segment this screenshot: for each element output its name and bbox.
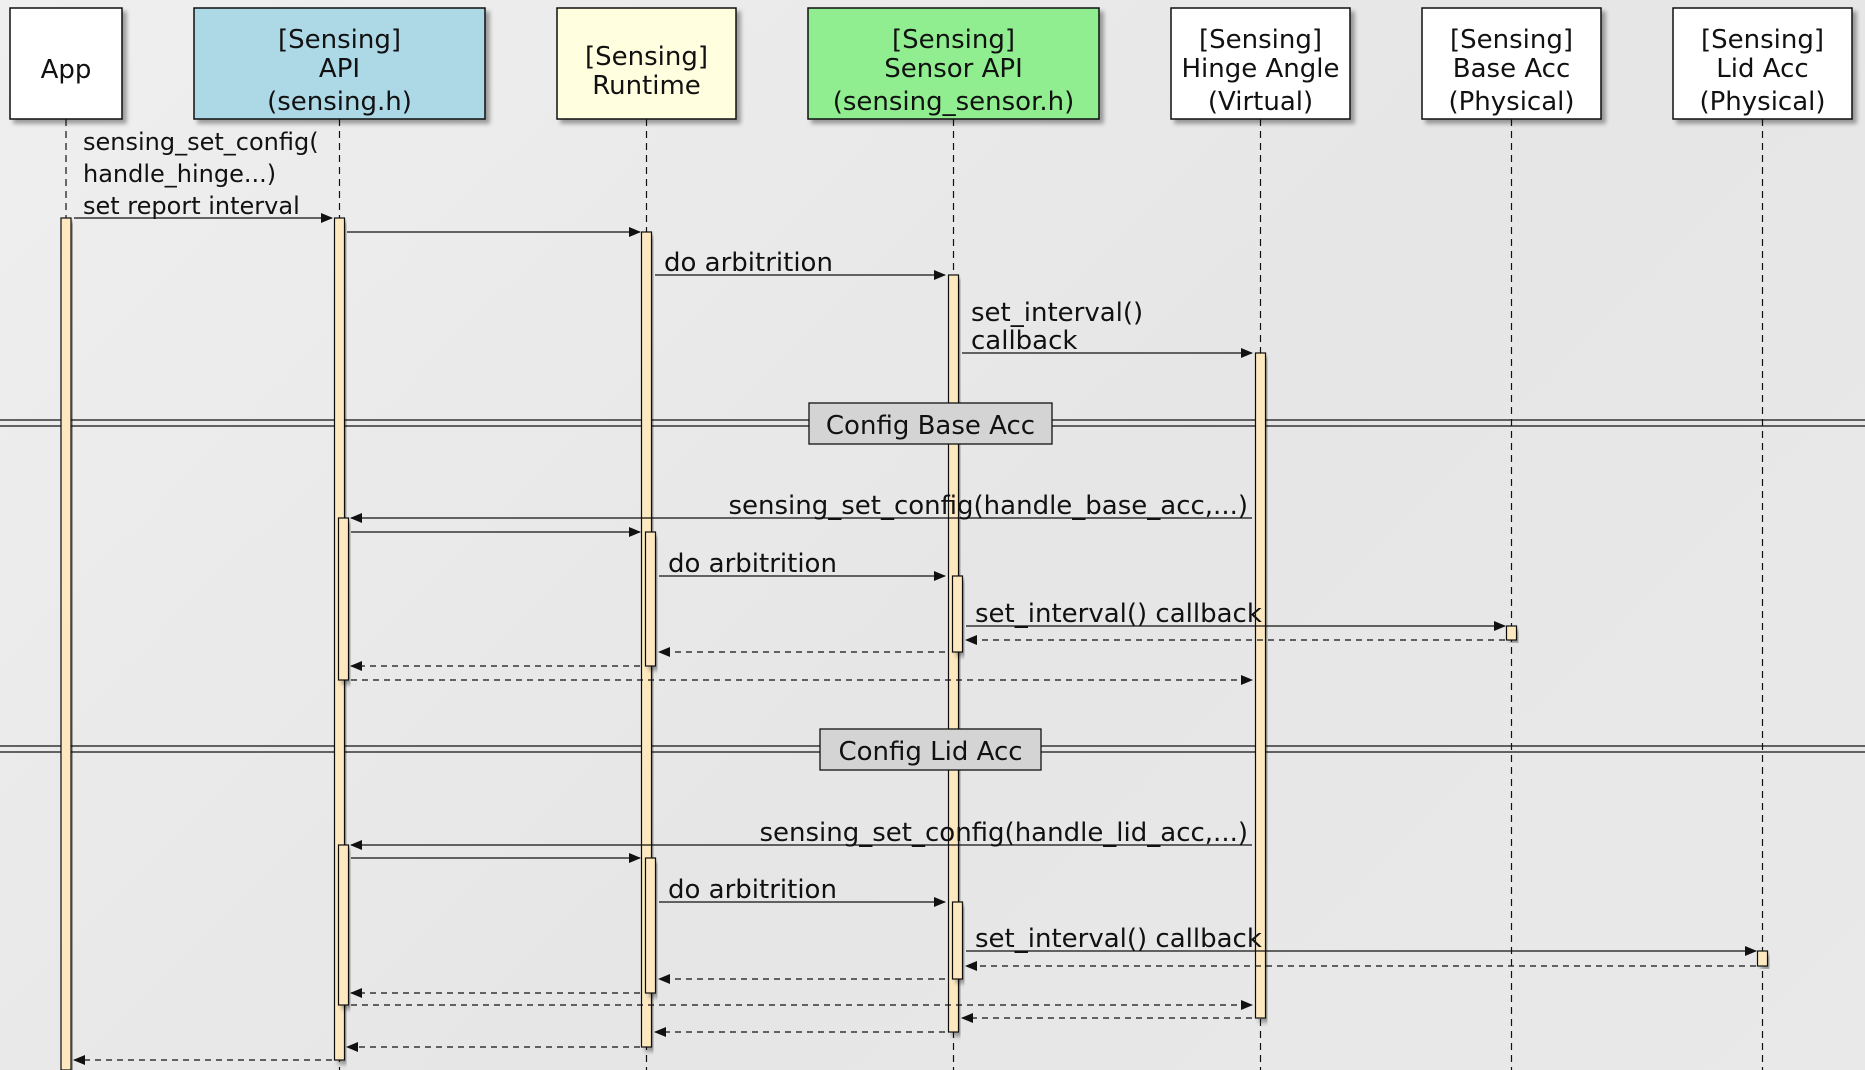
separator-label: Config Base Acc [826,411,1035,441]
activation-bar-api [337,517,350,681]
separator-label: Config Lid Acc [838,737,1022,767]
message-runtime-to-sensor_api: do arbitrition [659,549,946,581]
participant-label: [Sensing] [585,42,708,72]
separator-2: Config Lid Acc [819,728,1042,771]
participant-base_acc: [Sensing]Base Acc(Physical) [1421,7,1602,120]
participant-label: (sensing.h) [267,87,412,117]
participant-label: [Sensing] [278,25,401,55]
message-label: set report interval [83,192,300,220]
activation-bar-api [337,844,350,1006]
participant-label: Hinge Angle [1181,54,1339,84]
lifelines-layer [65,119,1764,1070]
activation-bar-app [60,217,72,1070]
participant-sensor_api: [Sensing]Sensor API(sensing_sensor.h) [807,7,1100,120]
message-runtime-to-sensor_api: do arbitrition [659,875,946,907]
participant-label: Base Acc [1453,54,1571,84]
participant-box [1170,7,1351,120]
message-label: set_interval() callback [975,599,1262,629]
participant-box [556,7,737,120]
message-label: callback [971,326,1077,356]
activation-bar-sensor_api [951,901,964,980]
participant-api: [Sensing]API(sensing.h) [193,7,486,120]
participant-label: (sensing_sensor.h) [833,87,1075,117]
participant-label: (Physical) [1699,87,1825,117]
participants-layer: App[Sensing]API(sensing.h)[Sensing]Runti… [9,7,1853,120]
participant-label: (Virtual) [1208,87,1313,117]
participant-lid_acc: [Sensing]Lid Acc(Physical) [1672,7,1853,120]
participant-label: [Sensing] [1199,25,1322,55]
message-label: sensing_set_config(handle_lid_acc,...) [759,818,1248,848]
activations-layer [60,217,1769,1070]
message-runtime-to-sensor_api: do arbitrition [655,248,946,280]
activation-bar-runtime [644,531,657,667]
message-sensor_api-to-base_acc: set_interval() callback [966,599,1506,631]
message-label: sensing_set_config( [83,128,319,156]
participant-label: [Sensing] [1450,25,1573,55]
message-hinge-to-api: sensing_set_config(handle_lid_acc,...) [350,818,1252,850]
participant-label: Sensor API [884,54,1023,84]
activation-bar-base_acc [1505,625,1518,641]
participant-label: Lid Acc [1716,54,1808,84]
participant-box [807,7,1100,120]
messages-layer: sensing_set_config( handle_hinge...)set r… [73,128,1757,1065]
separator-1: Config Base Acc [808,402,1053,445]
activation-bar-hinge [1254,352,1267,1019]
message-app-to-api: sensing_set_config( handle_hinge...)set r… [74,128,333,223]
activation-bar-runtime [644,857,657,994]
message-label: set_interval() [971,298,1143,328]
participant-box [1672,7,1853,120]
separator-box [808,402,1053,445]
activation-bar-lid_acc [1756,950,1769,967]
separator-box [819,728,1042,771]
message-label: set_interval() callback [975,924,1262,954]
participant-label: [Sensing] [1701,25,1824,55]
participant-hinge: [Sensing]Hinge Angle(Virtual) [1170,7,1351,120]
participant-label: App [41,55,92,85]
message-label: do arbitrition [664,248,833,278]
participant-label: [Sensing] [892,25,1015,55]
participant-label: API [319,54,360,84]
participant-label: (Physical) [1448,87,1574,117]
participant-box [9,7,123,120]
message-label: do arbitrition [668,875,837,905]
separator-lines-layer [0,419,1865,753]
message-sensor_api-to-hinge: set_interval()callback [962,298,1253,358]
participant-label: Runtime [592,71,701,101]
participant-app: App [9,7,123,120]
participant-box [1421,7,1602,120]
message-hinge-to-api: sensing_set_config(handle_base_acc,...) [350,491,1252,523]
message-label: do arbitrition [668,549,837,579]
activation-bar-sensor_api [951,575,964,653]
message-label: handle_hinge...) [83,160,276,188]
message-label: sensing_set_config(handle_base_acc,...) [728,491,1248,521]
participant-runtime: [Sensing]Runtime [556,7,737,120]
participant-box [193,7,486,120]
message-sensor_api-to-lid_acc: set_interval() callback [966,924,1757,956]
activation-bar-sensor_api [947,274,960,1033]
